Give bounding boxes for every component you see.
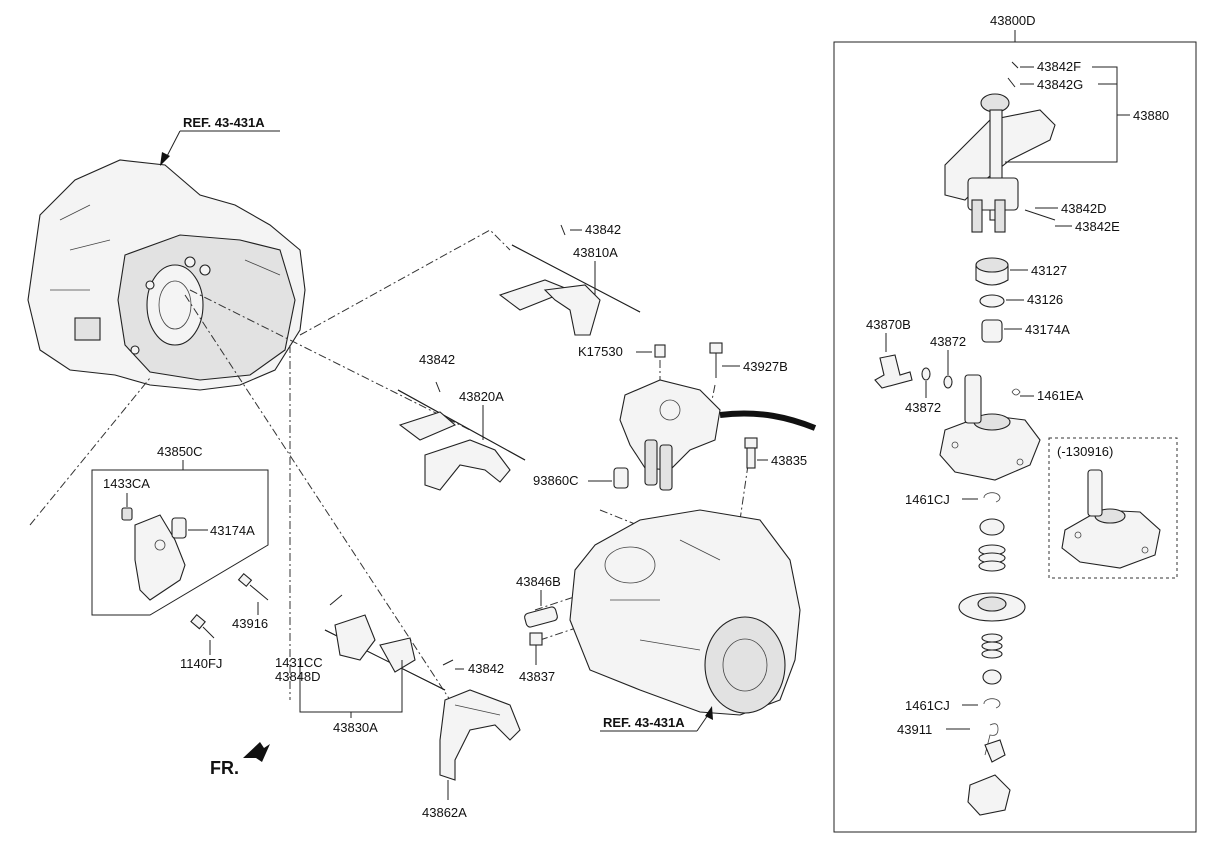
bushing-43174A xyxy=(981,319,1003,343)
shift-fork-43862A xyxy=(439,689,521,781)
part-label-93860C: 93860C xyxy=(533,473,579,488)
ref-label-top: REF. 43-431A xyxy=(183,115,265,130)
part-label-43872-a: 43872 xyxy=(930,334,966,349)
variant-box-130916 xyxy=(1048,437,1178,579)
housing-cover xyxy=(939,374,1041,481)
part-label-43842D: 43842D xyxy=(1061,201,1107,216)
plate-disc xyxy=(958,592,1026,622)
part-label-43916: 43916 xyxy=(232,616,268,631)
shift-lever-bracket xyxy=(121,507,187,601)
bolt-1140FJ xyxy=(190,613,215,639)
part-label-43846B: 43846B xyxy=(516,574,561,589)
part-label-43842-top: 43842 xyxy=(585,222,621,237)
part-label-43174A-left: 43174A xyxy=(210,523,255,538)
switch-43846B xyxy=(524,606,558,628)
part-label-43927B: 43927B xyxy=(743,359,788,374)
part-label-1461EA: 1461EA xyxy=(1037,388,1084,403)
part-label-43842-low: 43842 xyxy=(468,661,504,676)
part-label-43880: 43880 xyxy=(1133,108,1169,123)
shift-fork-43820A xyxy=(397,389,526,491)
transmission-case-right xyxy=(569,509,801,716)
shift-fork-43810A xyxy=(498,244,641,336)
part-label-43830A: 43830A xyxy=(333,720,378,735)
control-lever-43880 xyxy=(944,93,1056,233)
ref-label-bottom: REF. 43-431A xyxy=(603,715,685,730)
part-label-1431CC: 1431CC xyxy=(275,655,323,670)
ref-arrow-bottom xyxy=(705,706,713,720)
lever-43870B xyxy=(874,354,913,389)
ref-arrow-top xyxy=(160,152,170,166)
plug-43837 xyxy=(529,632,543,646)
part-label-43842E: 43842E xyxy=(1075,219,1120,234)
bracket-bottom xyxy=(967,774,1011,816)
part-label-43842G: 43842G xyxy=(1037,77,1083,92)
spring-lower xyxy=(981,633,1003,659)
part-label-K17530: K17530 xyxy=(578,344,623,359)
bolt-43916 xyxy=(237,572,269,601)
part-label-1461CJ-b: 1461CJ xyxy=(905,698,950,713)
part-label-43800D: 43800D xyxy=(990,13,1036,28)
part-label-43837: 43837 xyxy=(519,669,555,684)
part-label-43862A: 43862A xyxy=(422,805,467,820)
part-label-43870B: 43870B xyxy=(866,317,911,332)
front-arrow-icon xyxy=(243,742,270,762)
part-label-43127: 43127 xyxy=(1031,263,1067,278)
clip-1461EA xyxy=(1011,388,1021,396)
group-box-43850C xyxy=(91,469,269,616)
pin-43835 xyxy=(744,437,758,469)
circlip-1461CJ-a xyxy=(983,492,1001,503)
circlip-1461CJ-b xyxy=(983,698,1001,709)
spring-upper xyxy=(978,544,1006,572)
part-label-43810A: 43810A xyxy=(573,245,618,260)
transmission-case-left xyxy=(27,159,306,391)
shift-control-assembly-center xyxy=(619,379,817,491)
washer-43872-b xyxy=(943,375,953,389)
seat-lower xyxy=(982,669,1002,685)
part-label-43174A-right: 43174A xyxy=(1025,322,1070,337)
part-label-43911: 43911 xyxy=(897,722,932,737)
part-label-1140FJ: 1140FJ xyxy=(180,656,222,671)
washer-43872-a xyxy=(921,367,931,381)
bolt-43927B xyxy=(709,342,723,378)
part-label-43842-mid: 43842 xyxy=(419,352,455,367)
part-label-43126: 43126 xyxy=(1027,292,1063,307)
part-label-43848D: 43848D xyxy=(275,669,321,684)
part-label-43820A: 43820A xyxy=(459,389,504,404)
part-label-43842F: 43842F xyxy=(1037,59,1081,74)
front-indicator: FR. xyxy=(210,758,239,778)
seat-upper xyxy=(979,518,1005,536)
spring-43911 xyxy=(984,723,999,756)
part-label-1461CJ-a: 1461CJ xyxy=(905,492,950,507)
sensor-93860C xyxy=(613,467,629,489)
lever-small xyxy=(984,739,1006,763)
part-label-43872-b: 43872 xyxy=(905,400,941,415)
seal-43126 xyxy=(979,294,1005,308)
housing-cover-variant xyxy=(1061,469,1161,569)
part-label-43835: 43835 xyxy=(771,453,807,468)
boot-43127 xyxy=(975,257,1009,286)
part-label-130916: (-130916) xyxy=(1057,444,1113,459)
part-label-43850C: 43850C xyxy=(157,444,203,459)
shift-rail-43830A xyxy=(324,594,446,691)
cap-K17530 xyxy=(654,344,666,358)
part-label-1433CA: 1433CA xyxy=(103,476,150,491)
